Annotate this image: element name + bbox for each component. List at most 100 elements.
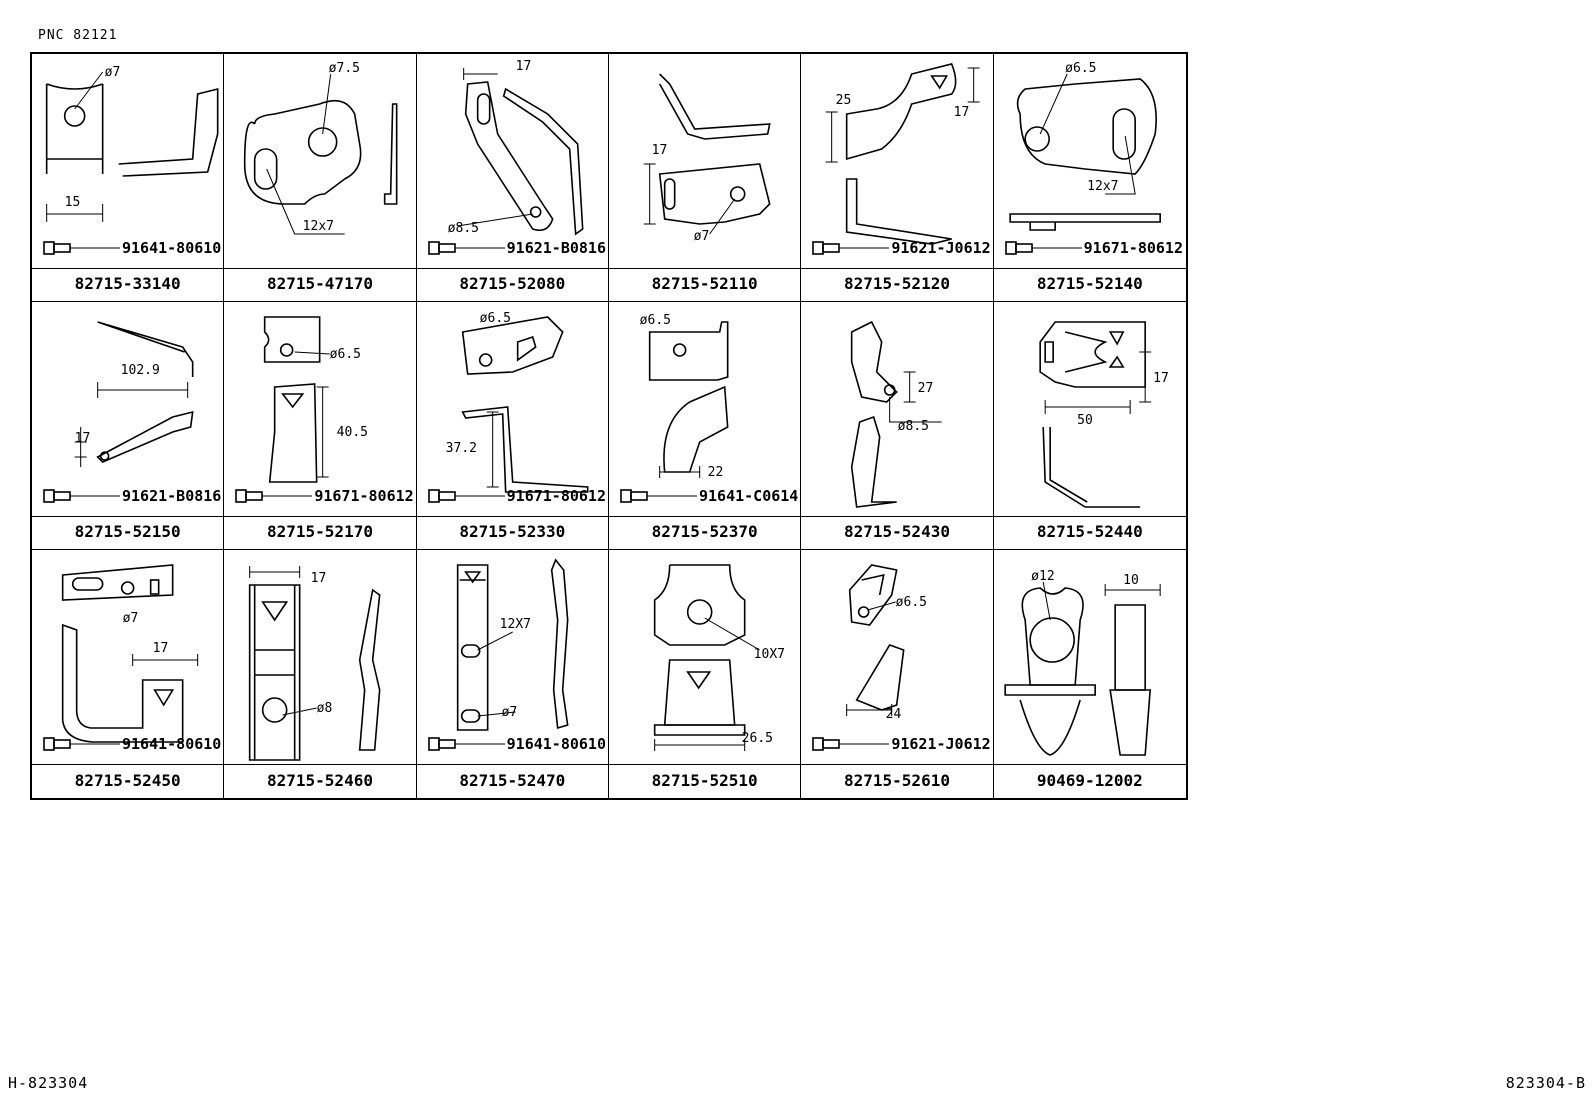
dim-label: 27 (918, 381, 934, 396)
dim-label: ø6.5 (896, 595, 927, 610)
part-cell[interactable]: 12X7 ø7 91641-80610 82715-52470 (416, 550, 609, 798)
dim-label: 25 (836, 93, 852, 108)
part-number: 82715-52460 (267, 771, 373, 790)
dim-label: 17 (652, 143, 668, 158)
part-number: 82715-52510 (651, 771, 758, 790)
dim-label: ø7.5 (329, 61, 360, 76)
part-cell[interactable]: 17 ø8 82715-52460 (224, 550, 417, 798)
part-number: 82715-52080 (459, 274, 566, 293)
part-illustration: ø7.5 12x7 (224, 54, 416, 269)
dim-label: 17 (311, 571, 327, 586)
part-cell[interactable]: 25 17 91621-J0612 82715-52120 (801, 54, 994, 302)
dim-label: 10X7 (754, 647, 785, 662)
part-cell[interactable]: ø7 15 91641-80610 82715-33140 (32, 54, 225, 302)
part-number: 82715-52110 (651, 274, 758, 293)
bolt-part-number: 91641-80610 (506, 735, 606, 753)
footer-left-code: H-823304 (8, 1074, 89, 1092)
bolt-icon (620, 489, 697, 503)
bolt-icon (43, 489, 120, 503)
part-cell[interactable]: ø6.5 37.2 91671-80612 82715-52330 (416, 302, 609, 550)
part-cell[interactable]: 17 ø8.5 91621-B0816 82715-52080 (416, 54, 609, 302)
part-cell[interactable]: 10X7 26.5 82715-52510 (608, 550, 802, 798)
dim-label: ø7 (105, 65, 121, 80)
part-illustration: 10X7 26.5 (608, 550, 801, 765)
dim-label: ø7 (501, 705, 517, 720)
part-illustration: 12X7 ø7 (416, 550, 608, 765)
dim-label: ø8 (317, 701, 333, 716)
part-cell[interactable]: 102.9 17 91621-B0816 82715-52150 (32, 302, 225, 550)
part-illustration: ø6.5 22 (608, 302, 801, 517)
bolt-part-number: 91671-80612 (314, 487, 414, 505)
dim-label: ø7 (123, 611, 139, 626)
part-number: 90469-12002 (1036, 771, 1143, 790)
bolt-icon (427, 737, 505, 751)
part-cell[interactable]: ø6.5 22 91641-C0614 82715-52370 (608, 302, 802, 550)
part-cell[interactable]: 27 ø8.5 82715-52430 (801, 302, 994, 550)
part-illustration: ø12 10 (993, 550, 1186, 765)
dim-label: ø12 (1031, 569, 1054, 584)
dim-label: 24 (886, 707, 902, 722)
bolt-icon (427, 241, 505, 255)
part-cell[interactable]: ø7.5 12x7 82715-47170 (224, 54, 417, 302)
bolt-callout: 91621-J0612 (811, 733, 991, 755)
bolt-callout: 91621-J0612 (811, 237, 991, 259)
bolt-icon (812, 241, 890, 255)
part-number: 82715-52610 (844, 771, 950, 790)
bolt-icon (427, 489, 505, 503)
bolt-part-number: 91621-J0612 (891, 735, 991, 753)
part-number: 82715-52330 (459, 522, 566, 541)
dim-label: 26.5 (742, 731, 773, 746)
part-cell[interactable]: ø6.5 40.5 91671-80612 82715-52170 (224, 302, 417, 550)
part-illustration: 27 ø8.5 (801, 302, 993, 517)
dim-label: 37.2 (445, 441, 476, 456)
part-illustration: 17 50 (993, 302, 1186, 517)
part-illustration: ø6.5 40.5 (224, 302, 416, 517)
part-illustration: 102.9 17 (32, 302, 224, 517)
bolt-icon (235, 489, 313, 503)
dim-label: 17 (75, 431, 91, 446)
part-cell[interactable]: ø6.5 24 91621-J0612 82715-52610 (801, 550, 994, 798)
part-cell[interactable]: ø12 10 90469-12002 (993, 550, 1186, 798)
part-illustration: 17 ø8 (224, 550, 416, 765)
part-illustration: ø6.5 12x7 (993, 54, 1186, 269)
part-number: 82715-52370 (651, 522, 758, 541)
part-illustration: 17 ø7 (608, 54, 801, 269)
bolt-icon (1004, 241, 1082, 255)
part-cell[interactable]: ø6.5 12x7 91671-80612 82715-52140 (993, 54, 1186, 302)
part-cell[interactable]: 17 ø7 82715-52110 (608, 54, 802, 302)
part-illustration: ø6.5 37.2 (416, 302, 608, 517)
bolt-callout: 91621-B0816 (42, 485, 221, 507)
bolt-callout: 91641-C0614 (619, 485, 798, 507)
bolt-part-number: 91641-80610 (122, 239, 222, 257)
part-cell[interactable]: ø7 17 91641-80610 82715-52450 (32, 550, 225, 798)
bolt-callout: 91671-80612 (427, 485, 606, 507)
dim-label: ø8.5 (447, 221, 478, 236)
part-illustration: 17 ø8.5 (416, 54, 608, 269)
bolt-callout: 91641-80610 (42, 733, 221, 755)
dim-label: 12x7 (1087, 179, 1118, 194)
dim-label: 12x7 (303, 219, 334, 234)
dim-label: 10 (1123, 573, 1139, 588)
bolt-icon (812, 737, 890, 751)
part-number: 82715-52470 (459, 771, 566, 790)
dim-label: 22 (708, 465, 724, 480)
bolt-part-number: 91641-80610 (122, 735, 222, 753)
part-cell[interactable]: 17 50 82715-52440 (993, 302, 1186, 550)
dim-label: 40.5 (337, 425, 368, 440)
part-number: 82715-52150 (74, 522, 181, 541)
dim-label: ø6.5 (640, 313, 671, 328)
bolt-callout: 91671-80612 (234, 485, 414, 507)
bolt-part-number: 91621-J0612 (891, 239, 991, 257)
bolt-part-number: 91621-B0816 (506, 239, 606, 257)
dim-label: 17 (153, 641, 169, 656)
bolt-part-number: 91671-80612 (1083, 239, 1183, 257)
part-illustration: ø6.5 24 (801, 550, 993, 765)
dim-label: ø8.5 (898, 419, 929, 434)
footer-right-code: 823304-B (1505, 1074, 1586, 1092)
part-number: 82715-33140 (74, 274, 181, 293)
dim-label: ø6.5 (330, 347, 361, 362)
part-number: 82715-52450 (74, 771, 181, 790)
part-illustration: 25 17 (801, 54, 993, 269)
bolt-part-number: 91621-B0816 (122, 487, 222, 505)
part-number: 82715-52140 (1036, 274, 1143, 293)
